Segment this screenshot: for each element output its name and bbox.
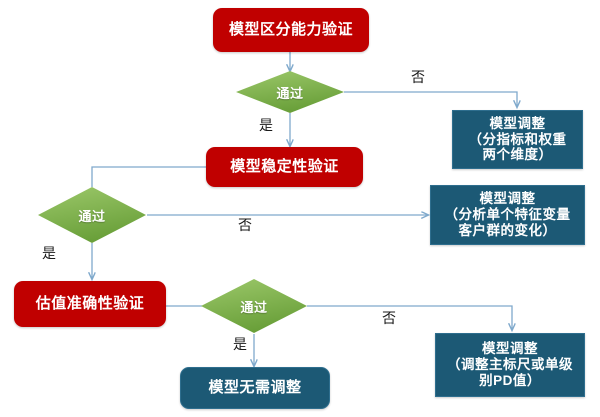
node-model-adjustment-indicators-weights[interactable]: 模型调整 （分指标和权重 两个维度）: [452, 110, 583, 169]
node-label: 模型无需调整: [208, 379, 302, 397]
edge-decision1-no-to-adjust1: [344, 91, 517, 107]
decision-stability-pass[interactable]: 通过: [38, 187, 146, 243]
node-label: 模型调整 （分指标和权重 两个维度）: [468, 115, 567, 163]
node-no-adjustment-needed[interactable]: 模型无需调整: [180, 367, 330, 409]
decision-discrimination-pass[interactable]: 通过: [236, 71, 344, 113]
node-model-discrimination-validation[interactable]: 模型区分能力验证: [213, 8, 369, 52]
edge-label-yes-1: 是: [259, 117, 273, 133]
edge-label-yes-3: 是: [233, 336, 247, 352]
node-label: 模型调整 （调整主标尺或单级 别PD值）: [447, 341, 573, 388]
edge-label-no-3: 否: [382, 310, 396, 326]
diamond-shape-icon: [38, 187, 146, 243]
node-valuation-accuracy-validation[interactable]: 估值准确性验证: [14, 281, 166, 327]
edge-label-no-2: 否: [238, 217, 252, 233]
node-model-adjustment-masterscale-pd[interactable]: 模型调整 （调整主标尺或单级 别PD值）: [435, 333, 585, 397]
edge-process2-to-decision2: [91, 166, 206, 187]
diamond-shape-icon: [201, 279, 307, 333]
decision-valuation-pass[interactable]: 通过: [201, 279, 307, 333]
edge-decision3-no-to-adjust3: [307, 305, 512, 330]
node-label: 估值准确性验证: [35, 295, 145, 313]
node-model-adjustment-feature-variable[interactable]: 模型调整 （分析单个特征变量 客户群的变化）: [430, 185, 585, 245]
diamond-shape-icon: [236, 71, 344, 113]
node-label: 模型区分能力验证: [228, 21, 353, 39]
node-model-stability-validation[interactable]: 模型稳定性验证: [206, 147, 363, 187]
node-label: 模型调整 （分析单个特征变量 客户群的变化）: [444, 191, 571, 238]
edge-label-no-1: 否: [411, 69, 425, 85]
edge-label-yes-2: 是: [42, 245, 56, 261]
node-label: 模型稳定性验证: [230, 158, 339, 176]
